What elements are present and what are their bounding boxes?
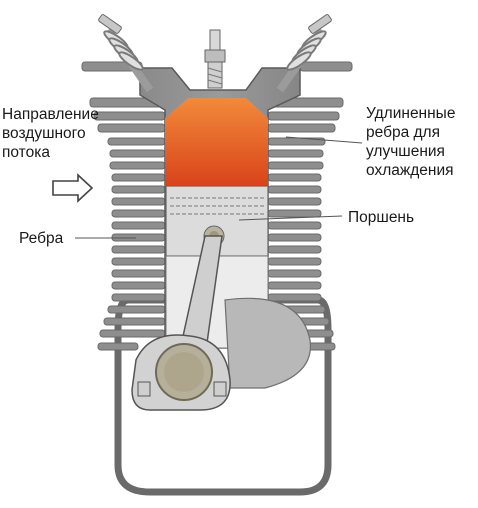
connecting-rod [131,235,231,411]
crank-web [224,297,312,389]
combustion-chamber [165,98,268,186]
long-fins-label-line-3: улучшения [366,143,445,160]
piston-label: Поршень [348,209,415,226]
long-fins-label: Удлиненные ребра для улучшения охлаждени… [366,104,455,180]
long-fins-label-line-4: охлаждения [366,162,454,179]
exhaust-valve [276,14,332,93]
leader-line-piston [238,215,343,221]
intake-valve [98,14,154,93]
airflow-direction-label: Направление воздушного потока [2,105,99,162]
leader-line-long-fins [285,136,363,144]
long-fins-label-line-2: ребра для [366,124,440,141]
fins-label: Ребра [19,230,64,247]
spark-plug [204,29,226,89]
airflow-label-line-3: потока [2,144,50,161]
airflow-label-line-2: воздушного [2,125,86,142]
airflow-label-line-1: Направление [2,106,99,123]
right-arrow-icon [52,173,94,203]
long-fins-label-line-1: Удлиненные [366,105,456,122]
